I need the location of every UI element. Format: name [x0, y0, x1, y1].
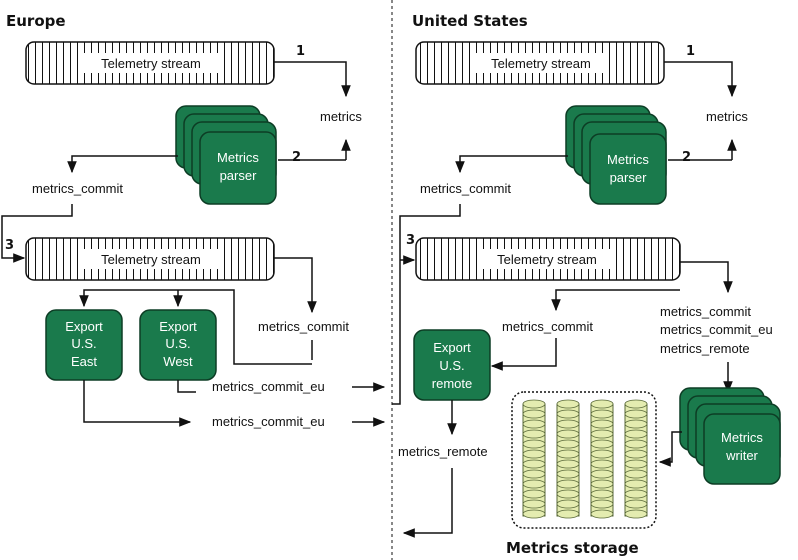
- step-2-label: 2: [292, 150, 301, 165]
- stream-label: Telemetry stream: [497, 252, 597, 267]
- eu-topic-metrics: metrics: [320, 109, 362, 124]
- us-arrow-commit-to-remote: [490, 338, 557, 371]
- region-title-us: United States: [412, 12, 528, 30]
- eu-arrow-stream-to-metrics: [274, 61, 351, 98]
- metrics-writer-stack: Metrics writer: [679, 387, 781, 485]
- node-label-line: West: [163, 354, 193, 369]
- us-telemetry-stream-2: Telemetry stream: [415, 237, 681, 281]
- node-label-line: Metrics: [607, 152, 649, 167]
- storage-cylinder: [556, 399, 580, 519]
- eu-telemetry-stream-1: Telemetry stream: [25, 41, 275, 85]
- step-1-label: 1: [686, 44, 695, 59]
- us-arrow-stream-to-metrics: [664, 61, 737, 98]
- export-us-east-node: Export U.S. East: [45, 309, 123, 381]
- us-topic-metrics-commit-2: metrics_commit: [502, 319, 593, 334]
- eu-arrow-stream2-to-commit: [274, 257, 317, 314]
- node-label-line: writer: [725, 448, 758, 463]
- node-label-line: remote: [432, 376, 472, 391]
- us-arrow-remote-out: [402, 468, 453, 538]
- step-2-label: 2: [682, 150, 691, 165]
- eu-topic-metrics-commit-2: metrics_commit: [258, 319, 349, 334]
- us-topic-metrics: metrics: [706, 109, 748, 124]
- eu-arrow-commit-to-stream-2: [1, 204, 73, 263]
- region-title-europe: Europe: [6, 12, 66, 30]
- eu-arrow-parser-to-commit: [67, 155, 178, 174]
- storage-cylinder: [590, 399, 614, 519]
- node-label-line: parser: [610, 170, 648, 185]
- stream-label: Telemetry stream: [101, 56, 201, 71]
- step-3-label: 3: [406, 233, 415, 248]
- stream-label: Telemetry stream: [491, 56, 591, 71]
- node-label-line: Metrics: [217, 150, 259, 165]
- us-topic-list-line: metrics_commit: [660, 304, 751, 319]
- node-label-line: U.S.: [439, 358, 464, 373]
- node-label-line: Export: [159, 319, 197, 334]
- us-arrow-commit-to-stream-2: [392, 204, 461, 405]
- node-label-line: Metrics: [721, 430, 763, 445]
- us-telemetry-stream-1: Telemetry stream: [415, 41, 665, 85]
- us-topic-metrics-commit: metrics_commit: [420, 181, 511, 196]
- export-us-remote-node: Export U.S. remote: [413, 329, 491, 401]
- us-arrow-stream2-to-commit: [551, 289, 680, 312]
- eu-arrow-west-to-commit-eu: [177, 380, 196, 393]
- eu-arrow-commit-to-exports: [84, 289, 313, 365]
- node-label-line: Export: [433, 340, 471, 355]
- us-topic-metrics-remote: metrics_remote: [398, 444, 488, 459]
- export-us-west-node: Export U.S. West: [139, 309, 217, 381]
- step-1-label: 1: [296, 44, 305, 59]
- node-label-line: U.S.: [71, 336, 96, 351]
- eu-topic-commit-eu-1: metrics_commit_eu: [212, 379, 325, 394]
- node-label-line: East: [71, 354, 97, 369]
- node-label-line: Export: [65, 319, 103, 334]
- storage-cylinder: [624, 399, 648, 519]
- storage-cylinder: [522, 399, 546, 519]
- metrics-storage-group: [511, 391, 657, 529]
- eu-arrow-east-to-commit-eu: [83, 380, 192, 427]
- step-3-label: 3: [5, 238, 14, 253]
- eu-topic-commit-eu-2: metrics_commit_eu: [212, 414, 325, 429]
- storage-cylinders: [522, 399, 648, 519]
- us-arrow-parser-to-commit: [455, 155, 568, 174]
- node-label-line: parser: [220, 168, 258, 183]
- us-topic-list-line: metrics_remote: [660, 341, 750, 356]
- eu-telemetry-stream-2: Telemetry stream: [25, 237, 275, 281]
- us-metrics-parser-stack: Metrics parser: [565, 105, 667, 205]
- metrics-storage-title: Metrics storage: [506, 539, 639, 557]
- eu-metrics-parser-stack: Metrics parser: [175, 105, 277, 205]
- eu-topic-metrics-commit: metrics_commit: [32, 181, 123, 196]
- stream-label: Telemetry stream: [101, 252, 201, 267]
- us-topic-list-line: metrics_commit_eu: [660, 322, 773, 337]
- writer-arrow-to-storage: [658, 431, 682, 467]
- us-arrow-stream2-to-topics: [680, 261, 733, 294]
- node-label-line: U.S.: [165, 336, 190, 351]
